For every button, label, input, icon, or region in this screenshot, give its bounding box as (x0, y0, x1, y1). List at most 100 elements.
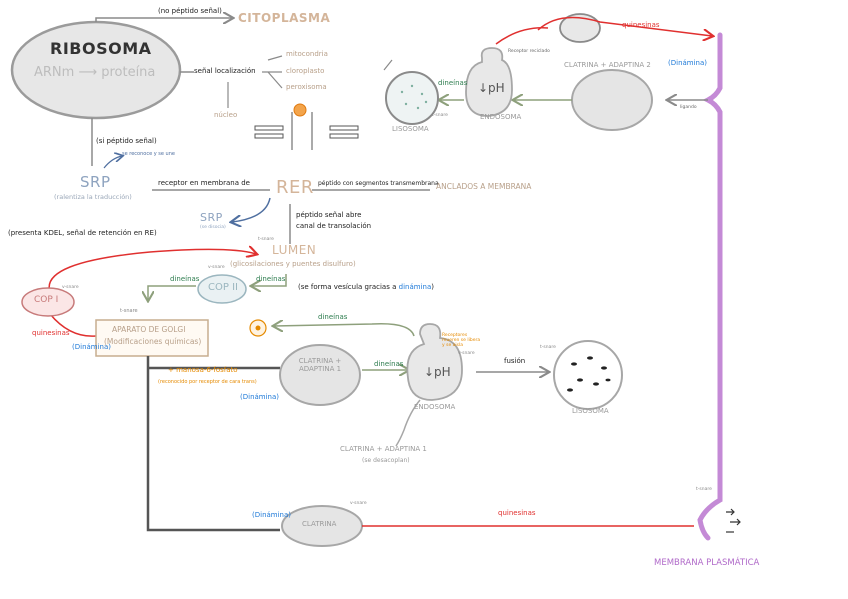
vesicle-top (559, 13, 601, 43)
label-dinamina-c1: (Dinámina) (240, 393, 280, 401)
label-v-snare-clatrina: v-snare (350, 501, 367, 506)
label-quinesinas-copi: quinesinas (32, 329, 70, 337)
label-mitocondria: mitocondria (286, 50, 328, 58)
label-lisosoma-top: LISOSOMA (392, 125, 429, 133)
label-t-snare-membrane: t-snare (696, 487, 712, 492)
label-v-snare-copii: v-snare (208, 265, 225, 270)
endosoma-decouple-line (395, 399, 421, 447)
arrow-to-citoplasma (95, 18, 232, 22)
label-quinesinas-top: quinesinas (622, 21, 660, 29)
label-srp: SRP (80, 173, 111, 191)
label-se-disocia: (se disocia) (200, 225, 226, 230)
label-rer: RER (276, 177, 314, 198)
label-fusion: fusión (504, 357, 526, 365)
label-dinamina-bottom: (Dinámina) (252, 511, 292, 519)
label-receptor-reciclado: Receptor reciclado (508, 49, 550, 54)
copi-red-arc (48, 249, 256, 293)
label-v-snare-copi: v-snare (62, 285, 79, 290)
label-receptores-mueren: Receptores mueren se libera y se aisla (442, 333, 481, 348)
label-ligando: ligando (680, 105, 697, 110)
plasma-membrane-line (697, 32, 723, 541)
lisosoma-center-dots (567, 356, 611, 392)
label-t-snare-lumen: t-snare (258, 237, 274, 242)
label-v-snare-endosoma: v-snare (458, 351, 475, 356)
clatrina2-shape (571, 69, 653, 131)
label-reconocido: (reconocido por receptor de cara trans) (158, 379, 257, 385)
lisosoma-center (553, 340, 623, 410)
label-peptido-abre: péptido señal abre (296, 211, 362, 219)
arrow-rer-srp (232, 197, 271, 222)
label-presenta-kdel: (presenta KDEL, señal de retención en RE… (8, 229, 157, 237)
label-peroxisoma: peroxisoma (286, 83, 327, 91)
label-clatrina-adaptina1: CLATRINA + ADAPTINA 1 (298, 357, 342, 373)
quinesinas-top-arrow (537, 16, 712, 37)
exocytosis-marks (726, 508, 741, 533)
label-dineinas-golgi: dineínas (318, 313, 348, 321)
label-ralentiza: (ralentiza la traducción) (54, 193, 132, 201)
label-endosoma-top: ENDOSOMA (480, 113, 522, 121)
label-ribosoma: RIBOSOMA (50, 39, 152, 58)
golgi-box (95, 319, 209, 357)
label-clatrina-adaptina2: CLATRINA + ADAPTINA 2 (564, 61, 651, 69)
label-dineinas-top: dineínas (438, 79, 468, 87)
arrow-to-endosoma-top (383, 59, 393, 71)
label-endosoma-center: ENDOSOMA (414, 403, 456, 411)
label-t-snare-lisosoma: t-snare (540, 345, 556, 350)
arrow-copii-golgi (148, 285, 196, 300)
label-receptor-membrana: receptor en membrana de (158, 179, 250, 187)
label-ph-center: ↓pH (424, 365, 451, 379)
copi-to-golgi (49, 313, 97, 337)
lisosoma-top (385, 71, 439, 125)
label-no-peptido: (no péptido señal) (158, 7, 222, 15)
label-dinamina-top: (Dinámina) (668, 59, 708, 67)
label-cloroplasto: cloroplasto (286, 67, 325, 75)
label-t-snare-top: t-snare (432, 113, 448, 118)
endosoma-center (406, 323, 463, 401)
arrow-se-reconoce (103, 156, 122, 169)
label-srp-small: SRP (200, 211, 223, 224)
label-si-peptido: (si péptido señal) (96, 137, 157, 145)
label-golgi: APARATO DE GOLGI (112, 325, 186, 334)
label-copii: COP II (208, 282, 238, 293)
label-dinamina-copi: (Dinámina) (72, 343, 112, 351)
label-modificaciones: (Modificaciones químicas) (104, 337, 202, 346)
clatrina1-shape (279, 344, 361, 406)
arrow-lumen-copii (252, 274, 287, 286)
label-glicosilaciones: (glicosilaciones y puentes disulfuro) (230, 260, 356, 268)
endosoma-top (465, 47, 513, 117)
label-se-reconoce: se reconoce y se une (122, 151, 175, 157)
golgi-bracket (146, 356, 280, 532)
label-citoplasma: CITOPLASMA (238, 11, 331, 25)
label-dineinas-2: dineínas (256, 275, 286, 283)
label-forma-vesicula: (se forma vesícula gracias a dinámina) (298, 283, 434, 291)
label-nucleo: núcleo (214, 111, 238, 119)
label-copi: COP I (34, 295, 59, 305)
label-anclados: ANCLADOS A MEMBRANA (436, 182, 532, 191)
label-lumen: LUMEN (272, 243, 317, 257)
label-canal: canal de transolación (296, 222, 372, 230)
label-quinesinas-bottom: quinesinas (498, 509, 536, 517)
label-dineinas-1: dineínas (170, 275, 200, 283)
quinesinas-top-start (495, 27, 549, 45)
copii-shape (197, 274, 247, 304)
label-membrana-plasmatica: MEMBRANA PLASMÁTICA (654, 558, 760, 568)
lisosoma-top-dots (400, 84, 428, 110)
copi-shape (21, 287, 75, 317)
label-clatrina-bottom: CLATRINA (302, 520, 337, 528)
branches-organelles (262, 55, 283, 89)
label-dineinas-c1: dineínas (374, 360, 404, 368)
label-arn-proteina: ARNm ⟶ proteína (34, 65, 156, 80)
ribosome-mini (293, 103, 307, 117)
channel-sketch (254, 112, 359, 150)
label-t-snare-golgi: t-snare (120, 308, 138, 314)
label-clatrina-adaptina1-b: CLATRINA + ADAPTINA 1 (340, 445, 427, 453)
label-peptido-transmembrana: péptido con segmentos transmembrana (318, 180, 439, 187)
label-senal-localizacion: señal localización (194, 67, 256, 75)
label-manosa: + manosa-6-fosfato (168, 366, 238, 374)
label-lisosoma-center: LISOSOMA (572, 407, 609, 415)
arrow-endosoma-golgi (274, 324, 415, 337)
label-ph-top: ↓pH (478, 81, 505, 95)
label-se-desacoplan: (se desacoplan) (362, 457, 410, 464)
